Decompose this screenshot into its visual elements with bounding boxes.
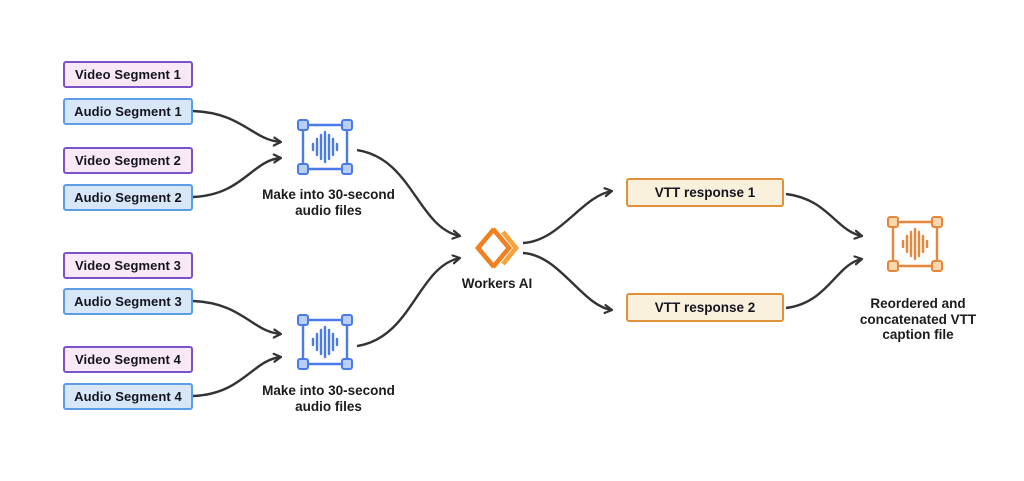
video-segment-1-label: Video Segment 1 [74,67,181,82]
waveform-bars [311,130,339,164]
arrow-processor2-to-workers-ai [356,258,460,348]
video-segment-4-box: Video Segment 4 [63,346,193,373]
arrow-vtt2-to-output [785,259,862,310]
vtt-response-2-label: VTT response 2 [654,300,756,315]
waveform-bars [311,325,339,359]
cloudflare-workers-logo [474,227,519,269]
arrow-workers-ai-to-vtt1 [522,191,612,245]
audio-waveform-selection-icon [887,216,943,272]
arrow-audio1-to-processor1 [192,109,281,142]
processor-2-label: Make into 30-second audio files [262,383,395,414]
video-segment-3-box: Video Segment 3 [63,252,193,279]
audio-segment-2-box: Audio Segment 2 [63,184,193,211]
arrow-audio4-to-processor2 [192,357,281,398]
video-segment-2-box: Video Segment 2 [63,147,193,174]
audio-segment-2-label: Audio Segment 2 [74,190,182,205]
vtt-response-2-box: VTT response 2 [626,293,784,322]
video-segment-2-label: Video Segment 2 [74,153,181,168]
waveform-bars [901,227,929,261]
video-segment-3-label: Video Segment 3 [74,258,181,273]
arrow-processor1-to-workers-ai [356,148,460,236]
audio-segment-4-box: Audio Segment 4 [63,383,193,410]
audio-segment-1-box: Audio Segment 1 [63,98,193,125]
audio-segment-1-label: Audio Segment 1 [74,104,182,119]
audio-segment-3-box: Audio Segment 3 [63,288,193,315]
audio-waveform-selection-icon [297,119,353,175]
video-segment-1-box: Video Segment 1 [63,61,193,88]
vtt-response-1-box: VTT response 1 [626,178,784,207]
arrow-audio3-to-processor2 [192,299,281,334]
audio-waveform-selection-icon [297,314,353,370]
arrow-audio2-to-processor1 [192,158,281,199]
video-segment-4-label: Video Segment 4 [74,352,181,367]
arrow-vtt1-to-output [785,192,862,236]
vtt-response-1-label: VTT response 1 [654,185,756,200]
arrow-workers-ai-to-vtt2 [522,251,612,310]
audio-segment-3-label: Audio Segment 3 [74,294,182,309]
output-label: Reordered and concatenated VTT caption f… [859,296,977,342]
audio-segment-4-label: Audio Segment 4 [74,389,182,404]
processor-1-label: Make into 30-second audio files [262,187,395,218]
workers-ai-label: Workers AI [461,276,533,291]
